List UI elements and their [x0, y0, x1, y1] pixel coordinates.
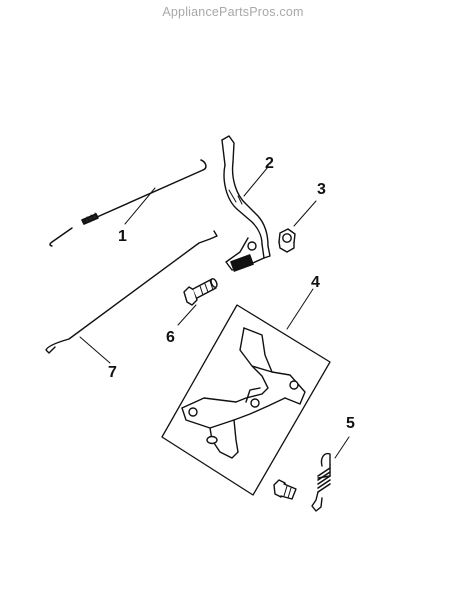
part-3-nut[interactable] — [278, 228, 296, 253]
part-1-throttle-cable[interactable] — [49, 159, 207, 247]
callout-7: 7 — [108, 364, 117, 381]
leader-line-2 — [243, 166, 269, 197]
callout-1: 1 — [118, 228, 127, 245]
leader-line-3 — [293, 200, 317, 227]
part-7-choke-rod[interactable] — [45, 230, 218, 354]
leader-line-4 — [286, 288, 314, 330]
watermark-text: AppliancePartsPros.com — [162, 5, 304, 19]
bracket-screw[interactable] — [273, 479, 297, 500]
part-4-control-bracket[interactable] — [161, 304, 331, 496]
leader-line-6 — [177, 304, 197, 326]
callout-4: 4 — [311, 274, 320, 291]
leader-line-1 — [124, 187, 156, 225]
leader-line-5 — [334, 436, 350, 459]
cable-spring — [81, 212, 99, 225]
part-2-governor-lever[interactable] — [221, 135, 271, 272]
leader-line-7 — [79, 336, 111, 364]
callout-3: 3 — [317, 181, 326, 198]
callout-2: 2 — [265, 155, 274, 172]
part-6-shoulder-bolt[interactable] — [183, 278, 218, 306]
callout-6: 6 — [166, 329, 175, 346]
callout-5: 5 — [346, 415, 355, 432]
part-5-governor-spring[interactable] — [311, 452, 331, 512]
